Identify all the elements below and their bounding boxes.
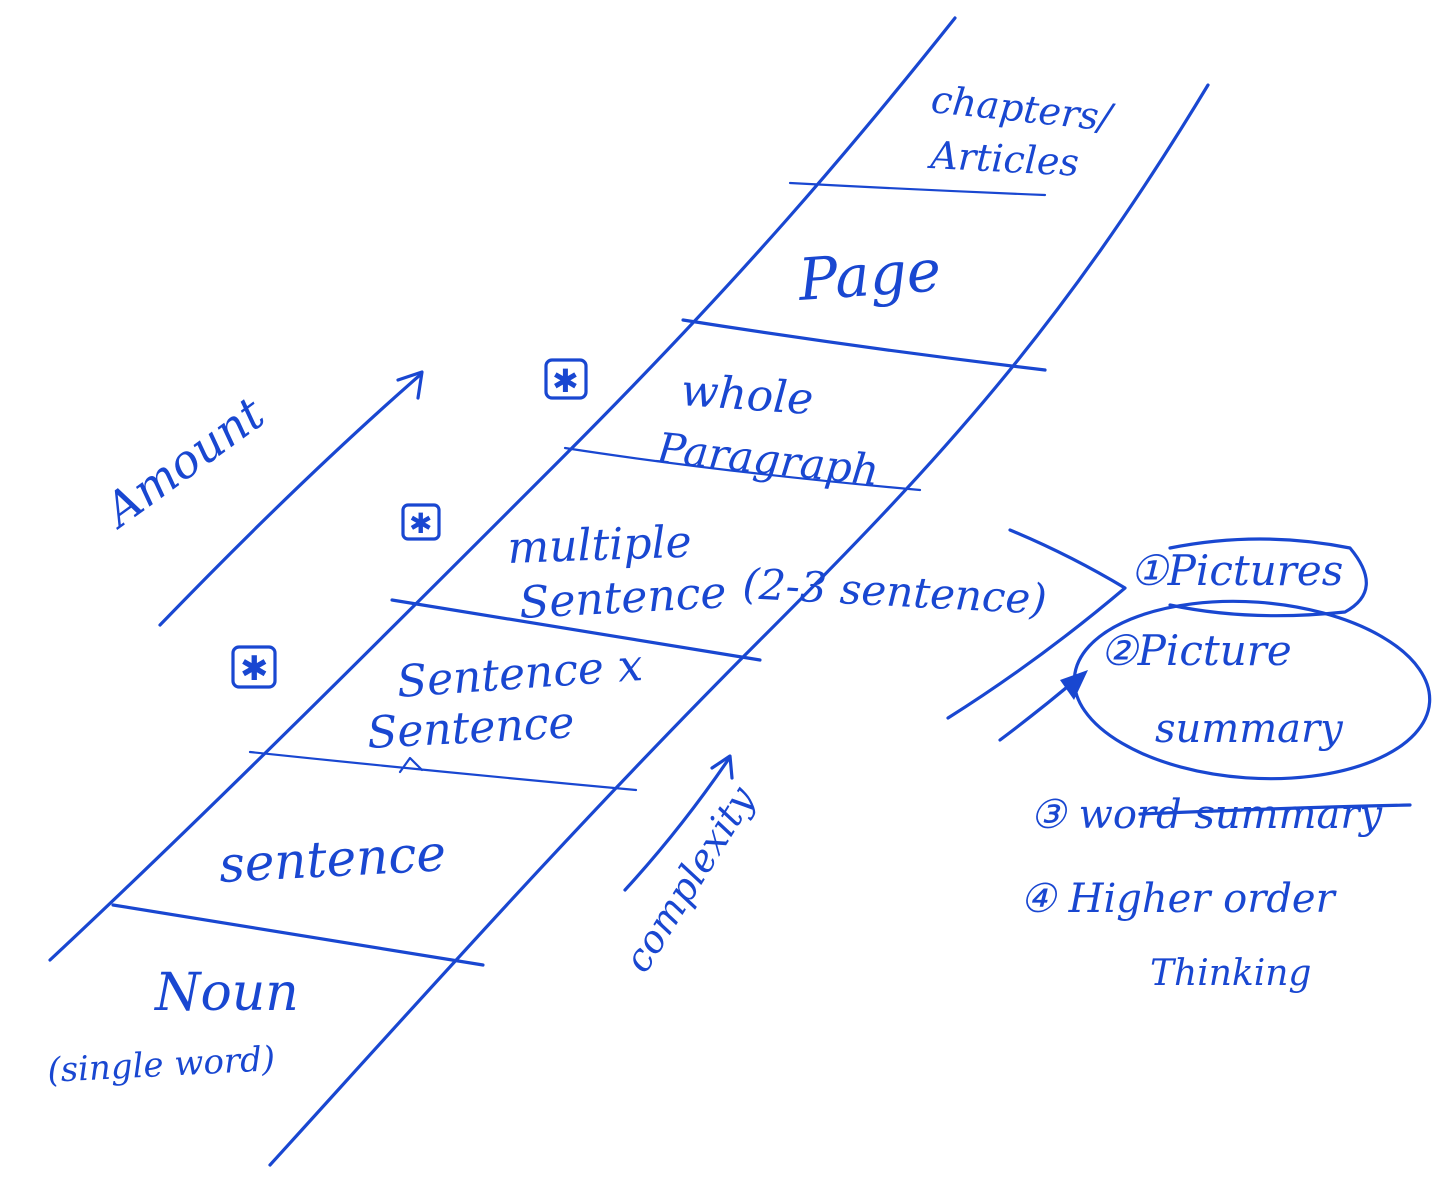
circle-pictures <box>1168 537 1368 618</box>
star-marker-1: ✱ <box>231 645 277 689</box>
sidelist-item-1-label: ①Pictures <box>1130 546 1343 595</box>
rung-line-6 <box>788 181 1047 197</box>
rung-whole-label: whole <box>679 365 815 425</box>
caret-mark <box>398 756 424 774</box>
rung-whole-sub-label: Paragraph <box>654 423 881 495</box>
circle-picture-summary <box>1072 599 1432 781</box>
arrow-to-summary-head <box>1060 670 1088 700</box>
star-marker-3: ✱ <box>544 358 588 400</box>
ladder-rail-right <box>268 83 1210 1167</box>
rung-page-label: Page <box>795 236 943 314</box>
rung-line-4 <box>563 446 922 492</box>
sidelist-item-3-label: ③ word summary <box>1030 792 1383 838</box>
rung-multiple-label: multiple <box>507 517 693 574</box>
rung-chapters-sub-label: Articles <box>927 133 1081 185</box>
bracket-mark <box>946 528 1127 720</box>
svg-text:✱: ✱ <box>552 362 579 400</box>
rung-sentence-x-label: Sentence x <box>395 640 644 708</box>
rung-multiple-sub-label: Sentence <box>518 567 728 629</box>
rung-line-2 <box>248 750 638 792</box>
ladder-rail-left <box>48 16 957 962</box>
rung-noun-label: Noun <box>153 963 299 1023</box>
rung-line-5 <box>681 318 1047 372</box>
sidelist-item-4-label: ④ Higher order <box>1020 876 1338 922</box>
complexity-arrow-head <box>710 754 734 780</box>
rung-line-1 <box>111 903 485 967</box>
sidelist-item-4-sub-label: Thinking <box>1150 953 1311 994</box>
sidelist-item-2-label: ②Picture <box>1100 626 1292 675</box>
strike-word-summary <box>1138 803 1412 816</box>
amount-arrow-line <box>158 373 422 627</box>
complexity-arrow-line <box>623 758 730 892</box>
svg-text:✱: ✱ <box>409 507 432 540</box>
sidelist-item-2-sub-label: summary <box>1155 706 1344 752</box>
rung-line-3 <box>390 598 762 662</box>
star-marker-2: ✱ <box>401 503 441 541</box>
rung-noun-sub-label: (single word) <box>46 1039 276 1091</box>
rung-sentence-label: sentence <box>218 824 448 894</box>
rung-sentence-x-sub-label: Sentence <box>366 697 576 759</box>
amount-axis-label: Amount <box>91 386 274 539</box>
amount-arrow-head <box>396 370 424 400</box>
svg-text:✱: ✱ <box>240 649 269 689</box>
rung-chapters-label: chapters/ <box>929 77 1117 140</box>
complexity-axis-label: complexity <box>615 778 764 979</box>
